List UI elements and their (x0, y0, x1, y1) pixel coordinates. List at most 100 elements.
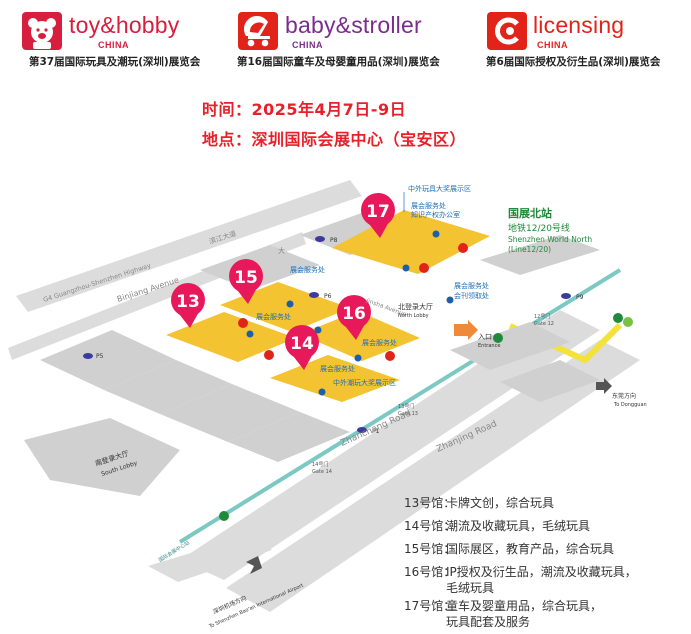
hall-pins: 13 15 16 14 17 (171, 193, 395, 370)
teddy-bear-icon (22, 12, 62, 50)
toy-hobby-name: toy&hobby (69, 12, 180, 38)
dongguan-en: To Dongguan (613, 402, 647, 408)
service-dot (354, 354, 362, 362)
service-dot (246, 330, 254, 338)
legend-item-15: 15号馆：国际展区，教育产品，综合玩具 (404, 540, 614, 557)
hall-17-pin: 17 (361, 193, 395, 238)
service-dot (446, 296, 454, 304)
road-ind: 大 (278, 246, 285, 255)
metro-station-icon (458, 243, 468, 253)
baby-stroller-country: CHINA (292, 40, 323, 50)
event-location: 地点：深圳国际会展中心（宝安区） (202, 130, 467, 149)
metro-station-name: 国展北站 (508, 206, 552, 220)
hall-block (40, 330, 176, 390)
gate-14-cn: 14号门 (312, 461, 328, 468)
hall17-service-label: 展会服务处 (411, 201, 446, 210)
gate-13-cn: 13号门 (398, 403, 414, 410)
hall-13-block (166, 312, 296, 362)
licensing-name: licensing (533, 12, 625, 38)
legend-item-13: 13号馆：卡牌文创，综合玩具 (404, 494, 554, 511)
hall-block (160, 384, 300, 442)
baby-stroller-logo (238, 12, 278, 54)
hall17-ip-label: 知识产权办公室 (411, 210, 460, 219)
metro-station-icon (219, 511, 229, 521)
entrance-arrow-icon (454, 320, 478, 340)
gate-13-en: Gate 13 (398, 411, 418, 417)
metro-line-en: Shenzhen World North (508, 235, 592, 244)
event-time: 时间：2025年4月7日-9日 (202, 100, 407, 119)
south-plaza (148, 535, 272, 582)
legend-item-16: 16号馆：IP授权及衍生品，潮流及收藏玩具， (404, 563, 637, 580)
metro-station-icon (238, 318, 248, 328)
hall15-service-label: 展会服务处 (290, 265, 325, 274)
parking-p5: P5 (96, 353, 104, 360)
hall-15-number: 15 (234, 268, 258, 288)
hall-14-number: 14 (290, 334, 314, 354)
legend-hall: 17号馆： (404, 599, 456, 613)
hall16-service2-label: 展会服务处 (362, 338, 397, 347)
north-lobby-cn: 北登录大厅 (398, 302, 433, 311)
metro-station-icon (623, 317, 633, 327)
parking-markers: P8 P6 P5 P1 P9 (83, 236, 584, 435)
hall17-award-label: 中外玩具大奖展示区 (408, 184, 471, 193)
parking-dot (309, 292, 319, 298)
service-dot (314, 326, 322, 334)
highlighted-halls (166, 210, 490, 402)
baby-stroller-fair: 第16届国际童车及母婴童用品(深圳)展览会 (237, 56, 440, 68)
legend-hall: 14号馆： (404, 519, 456, 533)
legend-hall: 16号馆： (404, 565, 456, 579)
legend-item-16-cont: 毛绒玩具 (446, 579, 494, 596)
metro-station-icon (264, 350, 274, 360)
hall-15-pin: 15 (229, 259, 263, 304)
hall-16-number: 16 (342, 304, 366, 324)
parking-p1: P1 (372, 428, 380, 435)
legend-desc: 童车及婴童用品，综合玩具， (446, 599, 603, 613)
service-labels: 中外玩具大奖展示区 展会服务处 知识产权办公室 展会服务处 展会服务处 展会服务… (256, 184, 489, 387)
toy-hobby-country: CHINA (98, 40, 129, 50)
hall16-catalog-label: 会刊领取处 (454, 291, 489, 300)
metro-station-icon (613, 313, 623, 323)
legend-desc-cont: 玩具配套及服务 (446, 615, 531, 629)
metro-line (178, 268, 622, 544)
north-lobby-en: North Lobby (398, 313, 429, 319)
zhanjing-road (226, 340, 640, 612)
hall-17-number: 17 (366, 202, 390, 222)
parking-dot (561, 293, 571, 299)
gate-12-cn: 12号门 (534, 313, 550, 320)
service-dot (402, 264, 410, 272)
highway-road (16, 180, 362, 312)
stroller-icon (238, 12, 278, 50)
dongguan-cn: 东莞方向 (612, 392, 636, 400)
parking-dot (357, 427, 367, 433)
legend-desc: IP授权及衍生品，潮流及收藏玩具， (446, 565, 637, 579)
hall-block (228, 412, 350, 462)
toy-hobby-logo (22, 12, 62, 54)
metro-icons (219, 243, 633, 521)
legend-item-14: 14号馆：潮流及收藏玩具，毛绒玩具 (404, 517, 590, 534)
parking-dot (315, 236, 325, 242)
licensing-icon (487, 12, 527, 50)
metro-line-en2: (Line12/20) (508, 245, 551, 254)
legend-hall: 13号馆： (404, 496, 456, 510)
baby-stroller-name: baby&stroller (285, 12, 422, 38)
gate-14-en: Gate 14 (312, 469, 332, 475)
gate-12-en: Gate 12 (534, 321, 554, 327)
legend-desc-cont: 毛绒玩具 (446, 581, 495, 595)
metro-station-icon (385, 351, 395, 361)
service-dot (432, 230, 440, 238)
legend-hall: 15号馆： (404, 542, 456, 556)
parking-p8: P8 (330, 237, 338, 244)
service-dot (318, 388, 326, 396)
hall-block (500, 360, 600, 402)
hall-14-pin: 14 (285, 325, 319, 370)
legend-item-17: 17号馆：童车及婴童用品，综合玩具， (404, 597, 602, 614)
legend-desc: 卡牌文创，综合玩具 (446, 496, 555, 510)
hall16-service-label: 展会服务处 (454, 281, 489, 290)
parking-p9: P9 (576, 294, 584, 301)
licensing-logo (487, 12, 527, 54)
hall14-award-label: 中外潮玩大奖展示区 (333, 378, 396, 387)
hall-17-block (332, 210, 490, 274)
legend-desc: 潮流及收藏玩具，毛绒玩具 (446, 519, 591, 533)
hall-16-block (300, 311, 420, 361)
hall-block (450, 322, 570, 370)
